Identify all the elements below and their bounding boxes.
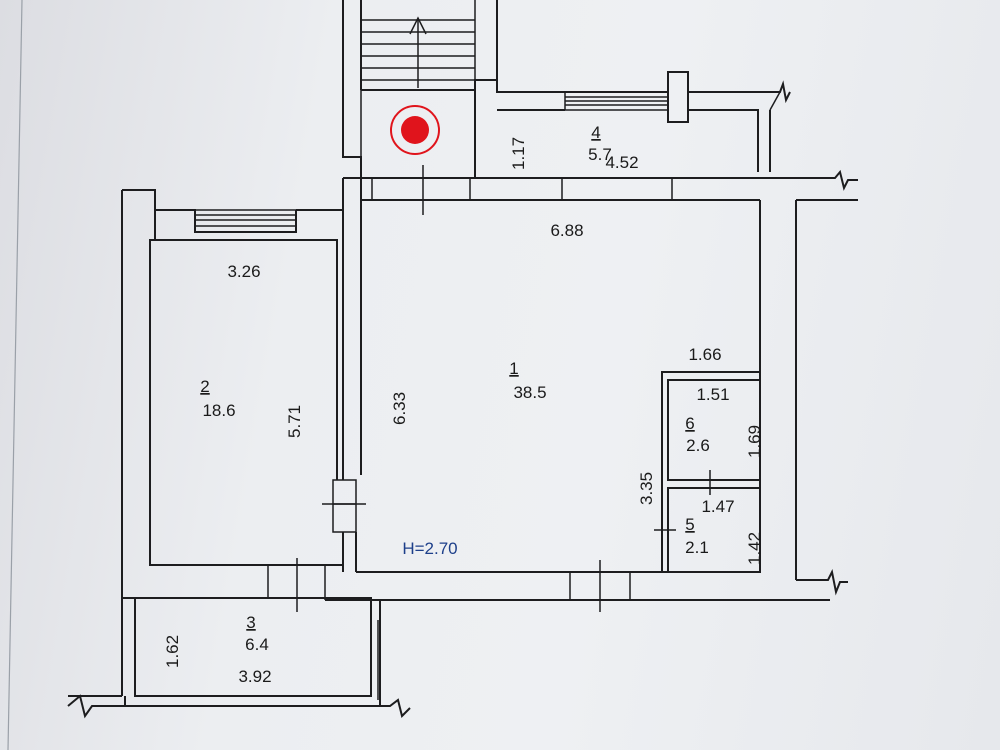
dim-room3-width: 3.92 xyxy=(238,667,271,686)
room-6-area: 2.6 xyxy=(686,436,710,455)
dimension-labels: 1.17 4.52 6.88 6.33 3.26 5.71 1.66 1.51 … xyxy=(163,137,764,686)
room-4-corridor xyxy=(496,71,791,172)
dim-room2-height: 5.71 xyxy=(285,405,304,438)
paper-margin-line xyxy=(7,0,23,750)
room-labels: 4 5.7 1 38.5 2 18.6 6 2.6 5 2.1 3 6.4 H=… xyxy=(200,123,710,654)
room-1-number: 1 xyxy=(509,359,518,378)
stairwell xyxy=(342,0,498,215)
dim-room2-width: 3.26 xyxy=(227,262,260,281)
dim-bath-width: 1.47 xyxy=(701,497,734,516)
room-1-walls xyxy=(322,200,366,572)
exterior-walls xyxy=(296,169,858,612)
stair-treads xyxy=(361,0,476,90)
location-marker-icon xyxy=(390,105,440,155)
dim-wc-outer-width: 1.66 xyxy=(688,345,721,364)
room-6-number: 6 xyxy=(685,414,694,433)
room-5-area: 2.1 xyxy=(685,538,709,557)
dim-room1-width: 6.88 xyxy=(550,221,583,240)
room-3-area: 6.4 xyxy=(245,635,269,654)
ceiling-height-label: H=2.70 xyxy=(402,539,457,558)
room-3-number: 3 xyxy=(246,613,255,632)
bathroom-block xyxy=(654,371,761,573)
stair-up-arrow-icon xyxy=(409,16,427,88)
room-2-walls xyxy=(121,189,343,612)
room-5-number: 5 xyxy=(685,515,694,534)
room-4-area: 5.7 xyxy=(588,145,612,164)
dim-room3-height: 1.62 xyxy=(163,635,182,668)
room-2-number: 2 xyxy=(200,377,209,396)
dim-bath-block-height: 3.35 xyxy=(637,472,656,505)
dim-wc-width: 1.51 xyxy=(696,385,729,404)
dim-bath-height: 1.42 xyxy=(745,532,764,565)
room-4-number: 4 xyxy=(591,123,600,142)
room-2-area: 18.6 xyxy=(202,401,235,420)
dim-stair-width: 1.17 xyxy=(509,137,528,170)
dim-wc-height: 1.69 xyxy=(745,425,764,458)
room-3-walls xyxy=(67,597,411,719)
room-1-area: 38.5 xyxy=(513,383,546,402)
dim-balcony-length: 4.52 xyxy=(605,153,638,172)
dim-room1-height: 6.33 xyxy=(390,392,409,425)
